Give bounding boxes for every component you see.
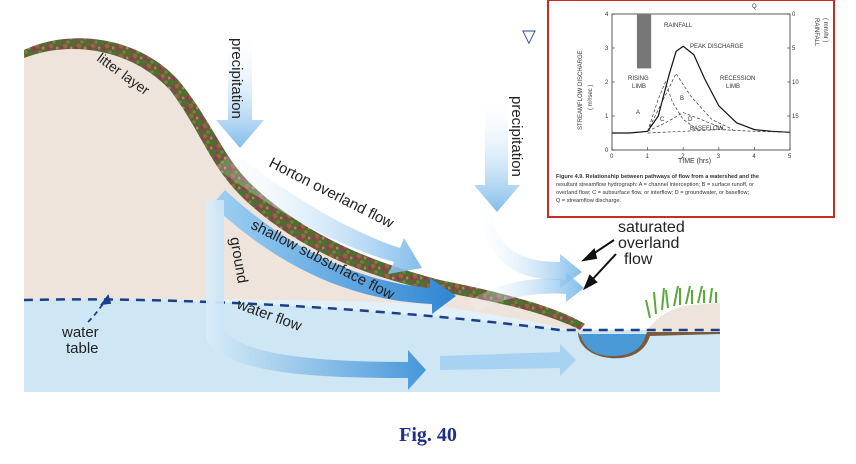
inset-label-rising-2: LIMB [632, 84, 646, 90]
shallow-flow-arrow [212, 190, 456, 314]
hydrograph-plot: 0 1 2 3 4 5 0 1 2 3 4 0 5 10 15 [605, 12, 799, 160]
groundwater-flow-arrow [206, 200, 426, 390]
rainfall-bar [636, 14, 652, 69]
grass-tuft [645, 285, 717, 319]
inset-label-rising-1: RISING [628, 76, 649, 82]
component-curve-d [647, 129, 791, 134]
x-tick-label: 2 [681, 154, 685, 160]
inset-label-peak: PEAK DISCHARGE [690, 44, 743, 50]
precipitation-arrow-right [474, 95, 520, 212]
inset-x-label: TIME (hrs) [678, 158, 711, 165]
saturated-pointer-arrows [581, 239, 617, 291]
inset-caption-4: Q = streamflow discharge. [556, 198, 622, 204]
right-bank [646, 303, 720, 332]
component-curve-a [647, 81, 698, 132]
inset-label-d: D [688, 117, 693, 123]
y2-tick-label: 0 [792, 12, 796, 18]
y2-tick-label: 10 [792, 80, 799, 86]
inset-caption-3: overland flow; C = subsurface flow, or i… [556, 190, 750, 196]
inset-y-left-unit: ( m³/sec ) [588, 85, 594, 110]
horton-flow-arrow [216, 150, 422, 274]
inset-y-right-label: RAINFALL [813, 18, 819, 47]
series-q [612, 45, 791, 134]
groundwater-flow-arrow-2 [440, 344, 576, 376]
inset-frame [547, 0, 835, 218]
x-tick-label: 1 [646, 154, 650, 160]
stream-water [580, 334, 646, 356]
label-saturated: saturated [618, 219, 685, 236]
inset-label-recession-1: RECESSION [720, 76, 755, 82]
inset-label-q: Q [752, 4, 757, 10]
x-tick-label: 3 [717, 154, 721, 160]
x-tick-label: 4 [752, 154, 756, 160]
label-water-table-2: table [66, 340, 99, 357]
component-curve-c [647, 112, 727, 132]
inset-caption-1: Figure 4.9. Relationship between pathway… [556, 174, 759, 180]
hydrograph-inset: 0 1 2 3 4 5 0 1 2 3 4 0 5 10 15 STREAMFLOW DISCHARGE (… [547, 0, 835, 218]
inset-label-rainfall: RAINFALL [664, 23, 693, 29]
hillslope [24, 48, 580, 332]
y-tick-label: 0 [605, 148, 609, 154]
y-tick-label: 3 [605, 46, 609, 52]
inset-label-c: C [660, 117, 665, 123]
water-table-pointer [87, 294, 112, 323]
y2-tick-label: 15 [792, 114, 799, 120]
saturated-flow-arrow-2 [470, 272, 584, 312]
y-tick-label: 4 [605, 12, 609, 18]
stream-channel [578, 330, 720, 359]
y2-tick-label: 5 [792, 46, 796, 52]
label-water-table-1: water [61, 324, 99, 341]
component-curve-b [647, 72, 734, 132]
label-precipitation-right: precipitation [508, 96, 525, 177]
water-table-line [23, 298, 720, 332]
figure-caption: Fig. 40 [399, 424, 457, 446]
y-tick-label: 1 [605, 114, 609, 120]
x-tick-label: 0 [610, 154, 614, 160]
label-flow: flow [624, 251, 653, 268]
inset-label-a: A [636, 110, 640, 116]
inset-label-baseflow: BASEFLOW [690, 126, 724, 132]
inset-caption-2: resultant streamflow hydrograph: A = cha… [556, 182, 754, 188]
saturated-flow-arrow-1 [478, 212, 582, 288]
inset-y-left-label: STREAMFLOW DISCHARGE [578, 50, 584, 130]
label-overland: overland [618, 235, 679, 252]
label-precipitation-left: precipitation [228, 38, 245, 119]
marker-triangle: ▽ [522, 26, 536, 47]
inset-label-b: B [680, 96, 684, 102]
precipitation-arrow-left [216, 30, 264, 148]
inset-y-right-unit: ( mm/hr ) [822, 18, 828, 42]
y-tick-label: 2 [605, 80, 609, 86]
x-tick-label: 5 [788, 154, 792, 160]
inset-label-recession-2: LIMB [726, 84, 740, 90]
